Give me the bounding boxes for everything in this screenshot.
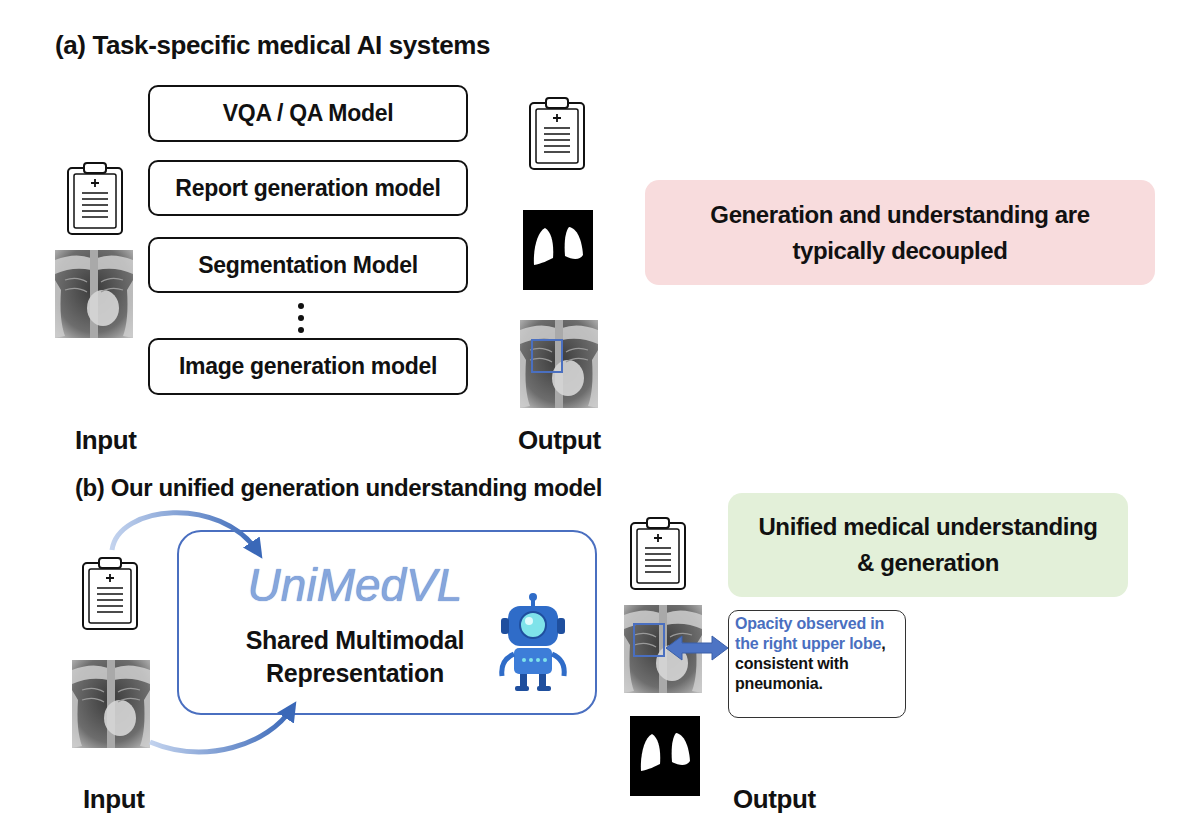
model-box: Report generation model: [148, 160, 468, 216]
bounding-box: [532, 340, 562, 372]
model-box: Segmentation Model: [148, 237, 468, 293]
box-text: Image generation model: [179, 353, 437, 380]
bounding-box: [634, 624, 664, 656]
input-label: Input: [83, 784, 145, 815]
report-icon: [530, 98, 584, 169]
box-text: Generation and understanding are typical…: [675, 197, 1125, 269]
box-text: Segmentation Model: [198, 252, 418, 279]
output-label: Output: [518, 425, 601, 456]
box-text: Shared Multimodal Representation: [205, 624, 505, 690]
output-label: Output: [733, 784, 816, 815]
chest-xray: [520, 320, 598, 408]
segmentation-mask: [630, 716, 700, 796]
box-text: Unified medical understanding & generati…: [748, 509, 1108, 581]
section-heading: (b) Our unified generation understanding…: [75, 474, 602, 502]
ellipsis-dots: [298, 303, 304, 333]
box-text: Report generation model: [175, 175, 440, 202]
chest-xray: [55, 250, 133, 338]
model-box: Image generation model: [148, 338, 468, 395]
box-text: Opacity observed in the right upper lobe: [735, 615, 884, 652]
unified-model-box: UniMedVL Shared Multimodal Representation: [177, 530, 597, 715]
chest-xray: [624, 605, 702, 693]
finding-callout: Opacity observed in the right upper lobe…: [728, 610, 906, 718]
segmentation-mask: [523, 210, 593, 290]
section-heading: (a) Task-specific medical AI systems: [55, 30, 490, 61]
box-text: VQA / QA Model: [223, 100, 393, 127]
report-icon: [83, 558, 137, 629]
chest-xray: [72, 660, 150, 748]
note-box: Generation and understanding are typical…: [645, 180, 1155, 285]
report-icon: [68, 163, 122, 234]
input-label: Input: [75, 425, 137, 456]
report-icon: [631, 518, 685, 589]
note-box: Unified medical understanding & generati…: [728, 493, 1128, 597]
link-arrow: [666, 636, 728, 660]
model-name: UniMedVL: [248, 558, 463, 612]
model-box: VQA / QA Model: [148, 85, 468, 142]
